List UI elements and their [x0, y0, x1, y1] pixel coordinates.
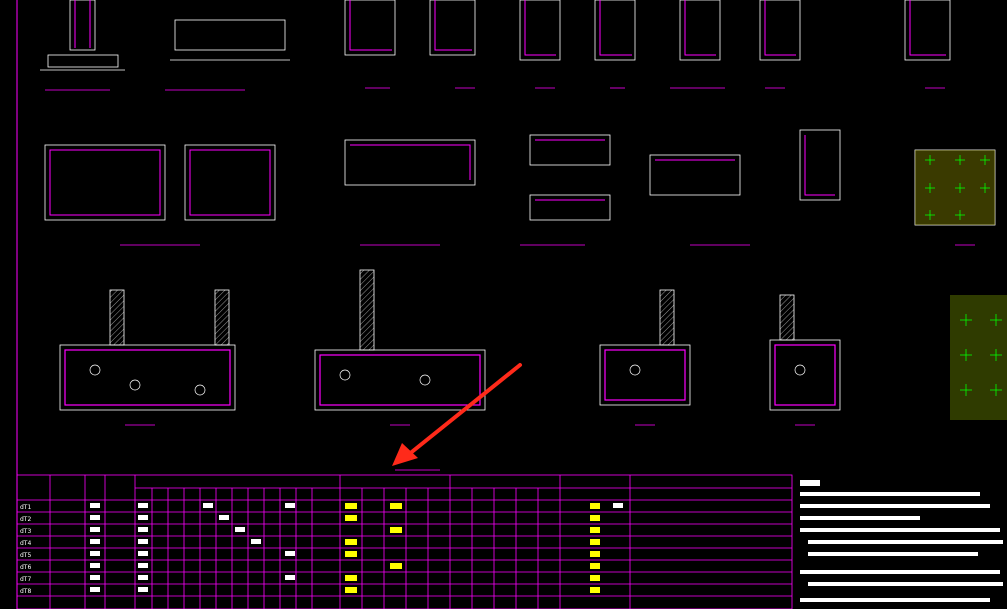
- table-row-id: dT7: [20, 576, 31, 583]
- detail-row-3-rebar: [64, 344, 836, 406]
- detail-row-1-captions: [45, 87, 945, 91]
- design-notes: [800, 480, 1003, 602]
- detail-row-3: [59, 269, 841, 411]
- table-row-id: dT3: [20, 528, 31, 535]
- table-row-id: dT4: [20, 540, 31, 547]
- table-row-id: dT1: [20, 504, 31, 511]
- detail-row-3-callouts: [89, 364, 806, 396]
- table-row-id: dT5: [20, 552, 31, 559]
- detail-row-2-rebar: [49, 135, 835, 216]
- detail-row-1-rebar: [74, 0, 946, 56]
- table-row-id: dT8: [20, 588, 31, 595]
- table-rebar-marks: [345, 503, 600, 593]
- grid-foundation-plan-2: [950, 295, 1007, 420]
- table-white-values: [90, 503, 623, 592]
- detail-row-2: [44, 129, 996, 226]
- table-row-id: dT2: [20, 516, 31, 523]
- grid-foundation-plan: [915, 150, 995, 225]
- red-arrow-annotation: [392, 363, 522, 466]
- table-row-ids: dT1 dT2 dT3 dT4 dT5 dT6 dT7 dT8: [20, 504, 31, 595]
- detail-row-1: [40, 0, 951, 71]
- foundation-schedule-table: [16, 474, 793, 609]
- table-row-id: dT6: [20, 564, 31, 571]
